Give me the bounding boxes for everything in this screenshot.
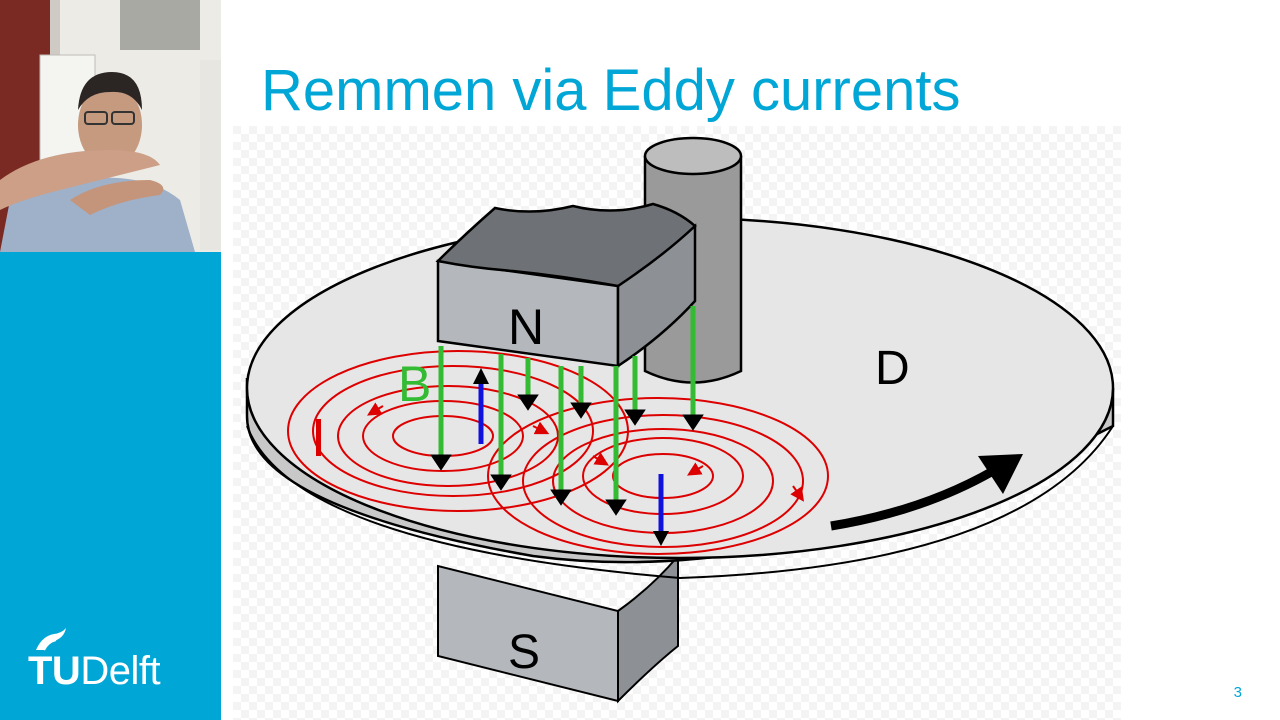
- current-label: I: [311, 408, 326, 468]
- slide-title: Remmen via Eddy currents: [261, 58, 961, 123]
- rotation-arrow: [830, 467, 996, 531]
- logo-tu-text: TU: [28, 649, 81, 693]
- presenter-webcam-video: [0, 0, 221, 252]
- logo-delft-text: Delft: [80, 649, 161, 693]
- sidebar: TUDelft: [0, 0, 221, 720]
- south-magnet: [437, 553, 679, 704]
- disc-label: D: [875, 342, 910, 395]
- tu-delft-logo: TUDelft: [28, 628, 198, 698]
- force-vectors: [473, 368, 669, 546]
- north-label: N: [508, 299, 544, 355]
- south-label: S: [508, 626, 540, 679]
- slide-number: 3: [1233, 684, 1242, 701]
- magnetic-field-lines: [438, 306, 696, 501]
- eddy-current-brake-diagram: N S B I D: [233, 126, 1121, 720]
- flame-icon: [36, 628, 66, 651]
- field-label: B: [398, 356, 431, 412]
